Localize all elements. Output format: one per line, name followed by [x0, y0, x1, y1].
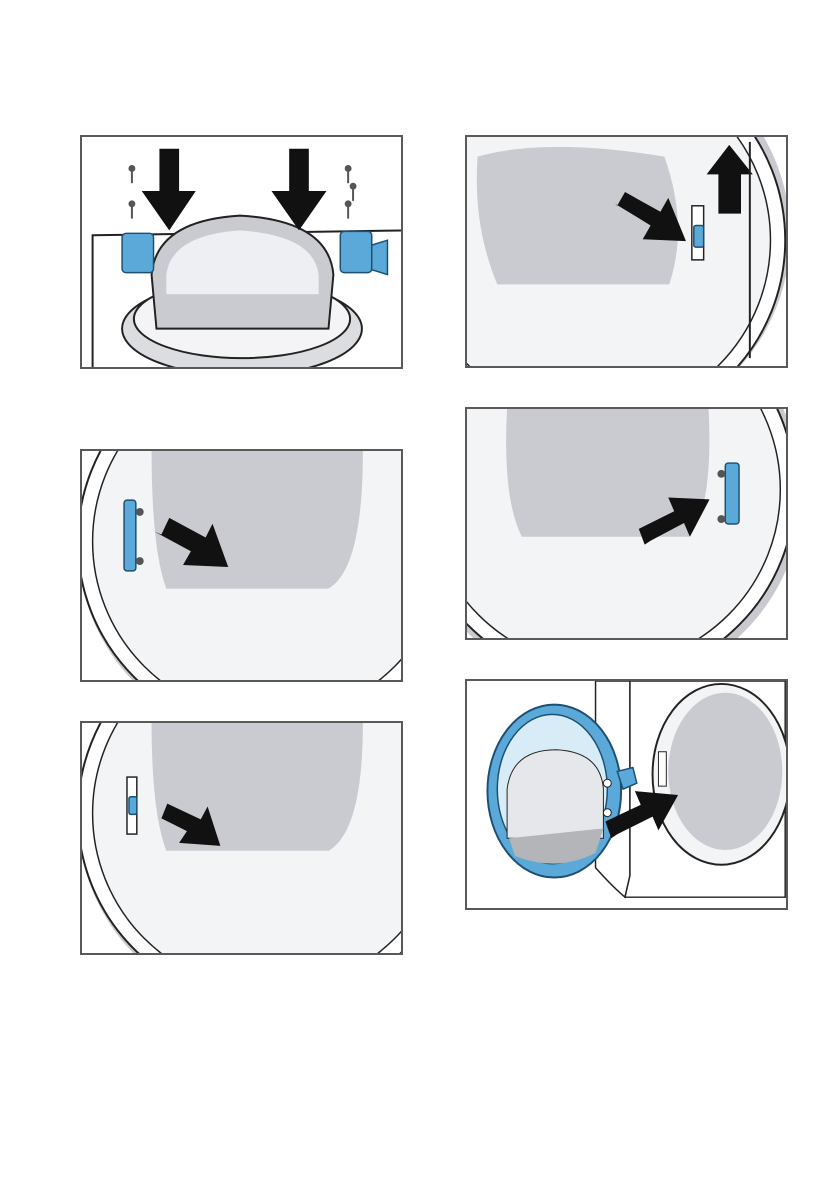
door-reattach-arrow-icon	[467, 681, 786, 908]
hinge-right-arrow-icon	[467, 409, 786, 638]
screws-door-hinge-icon	[82, 137, 401, 367]
figure-latch-left	[80, 721, 403, 955]
figure-reattach-door	[465, 679, 788, 910]
latch-right-up-arrow-icon	[467, 137, 786, 366]
latch-left-arrow-icon	[82, 723, 401, 953]
figure-hinge-right	[465, 407, 788, 640]
figure-hinge-left	[80, 449, 403, 682]
figure-latch-right	[465, 135, 788, 368]
figure-remove-door-screws	[80, 135, 403, 369]
hinge-left-arrow-icon	[82, 451, 401, 680]
